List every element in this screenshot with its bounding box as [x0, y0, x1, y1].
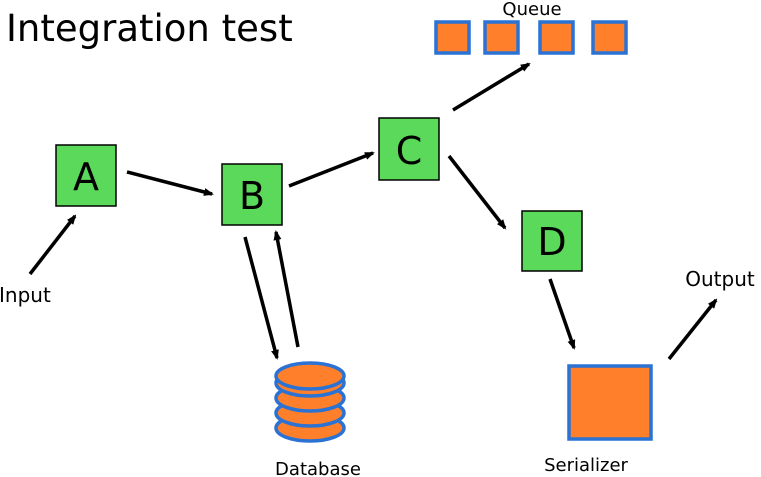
node-c: C	[378, 117, 440, 181]
arrow-serializer-to-output	[667, 298, 718, 361]
node-b-label: B	[239, 174, 265, 218]
node-a: A	[55, 144, 117, 207]
node-a-box	[55, 144, 117, 207]
arrow-a-to-b	[126, 170, 214, 196]
queue: Queue	[434, 0, 628, 55]
arrow-b-to-database	[243, 236, 279, 360]
output-label: Output	[685, 267, 755, 291]
queue-item-2	[483, 20, 520, 55]
node-c-label: C	[396, 129, 423, 173]
database-label: Database	[275, 459, 361, 477]
node-a-label: A	[73, 155, 99, 199]
arrow-input-to-a	[28, 214, 77, 276]
queue-item-4	[591, 20, 628, 55]
serializer-label: Serializer	[544, 455, 628, 476]
serializer: Serializer	[544, 364, 653, 476]
input-label: Input	[0, 283, 51, 307]
arrow-d-to-serializer	[548, 278, 576, 350]
node-d-box	[521, 210, 583, 272]
node-b: B	[221, 163, 283, 226]
connections	[28, 62, 718, 361]
node-d: D	[521, 210, 583, 272]
arrow-c-to-queue	[452, 62, 531, 112]
node-d-label: D	[537, 220, 566, 264]
arrow-c-to-d	[447, 154, 507, 230]
database: Database	[274, 361, 361, 477]
node-b-box	[221, 163, 283, 226]
arrow-database-to-b	[273, 230, 300, 348]
arrow-b-to-c	[288, 151, 375, 188]
node-c-box	[378, 117, 440, 181]
queue-item-1	[434, 20, 471, 55]
serializer-box	[567, 364, 653, 441]
diagram-title: Integration test	[6, 7, 293, 50]
database-disk-1	[274, 361, 346, 391]
queue-label: Queue	[502, 0, 561, 20]
queue-item-3	[538, 20, 575, 55]
